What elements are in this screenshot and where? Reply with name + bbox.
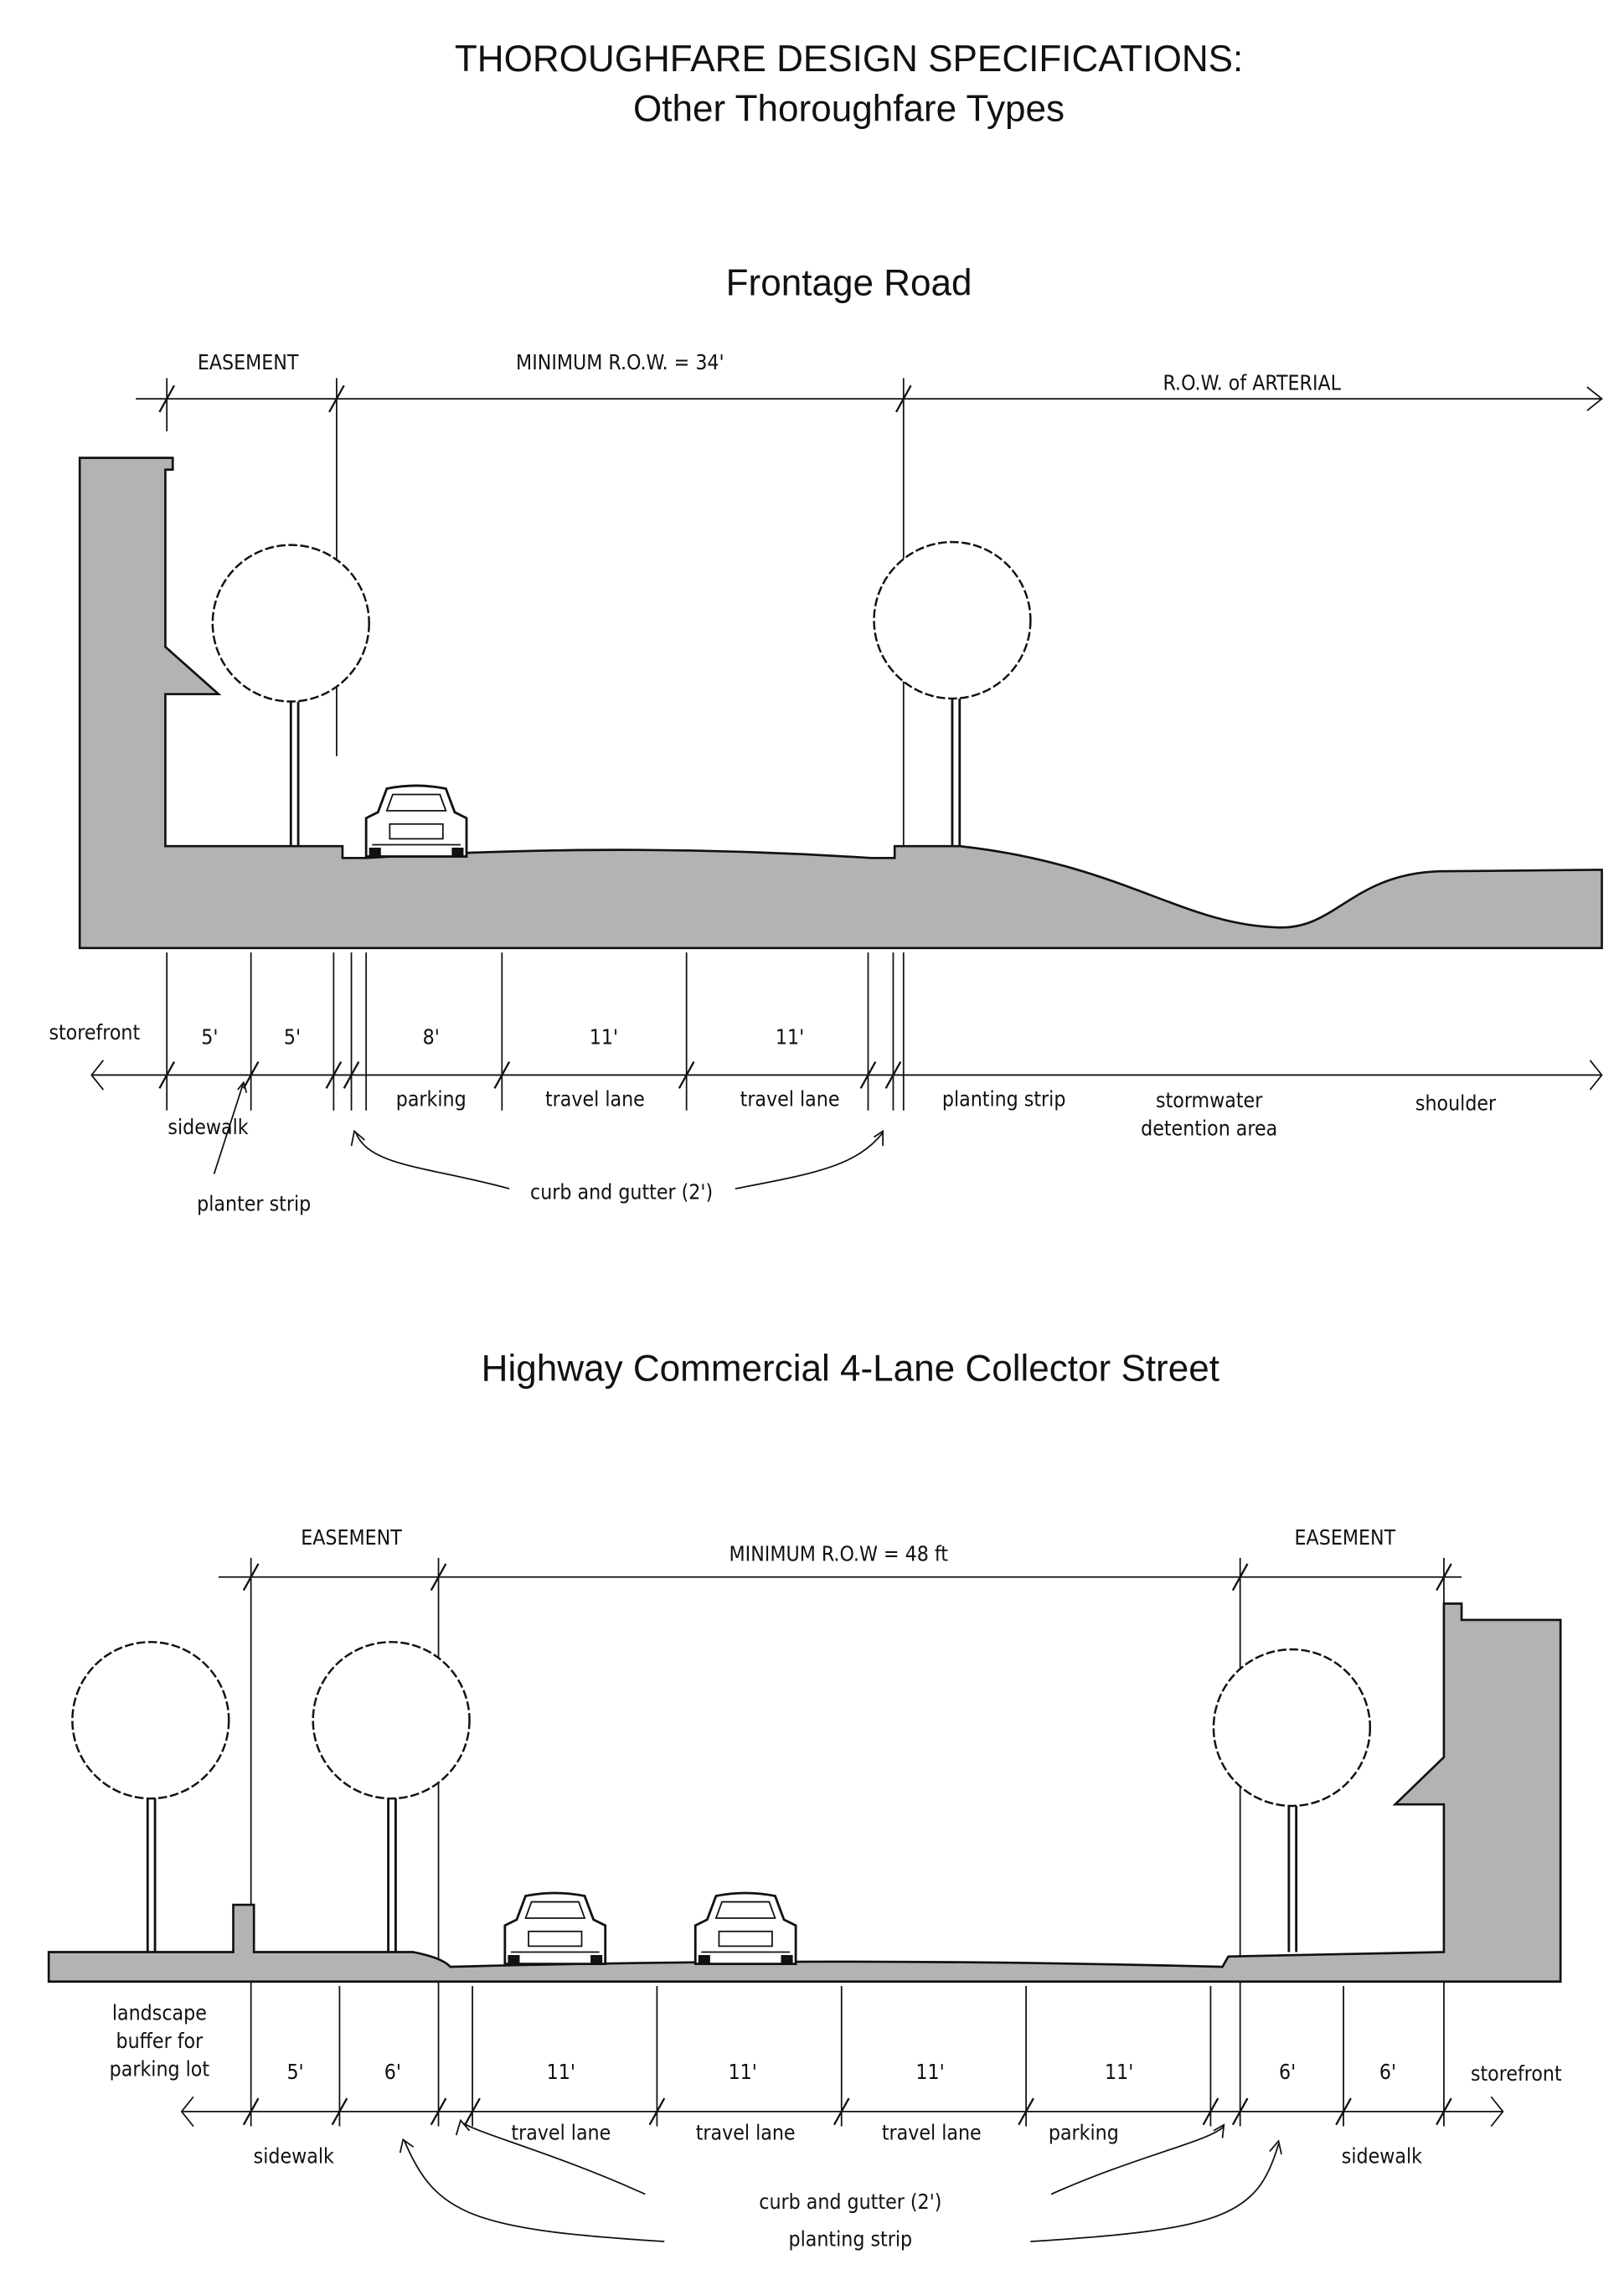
- buffer-label: parking lot: [110, 2057, 210, 2081]
- highway-commercial-section: Highway Commercial 4-Lane Collector Stre…: [47, 1348, 1562, 2251]
- stormwater-label: stormwater: [1156, 1088, 1263, 1112]
- easement-label: EASEMENT: [1295, 1525, 1396, 1550]
- car-icon: [364, 784, 468, 858]
- dim-label: 5': [286, 2060, 303, 2084]
- stormwater-label: detention area: [1141, 1117, 1277, 1141]
- dim-label: 11': [728, 2060, 756, 2084]
- dim-label: 11': [915, 2060, 944, 2084]
- row-label: MINIMUM R.O.W = 48 ft: [730, 1541, 949, 1566]
- sidewalk-label: sidewalk: [254, 2144, 334, 2169]
- storefront-label: storefront: [1471, 2061, 1562, 2086]
- row-label: MINIMUM R.O.W. = 34': [516, 350, 724, 374]
- page-subtitle: Other Thoroughfare Types: [633, 89, 1065, 130]
- dim-label: 6': [384, 2060, 401, 2084]
- arterial-row-label: R.O.W. of ARTERIAL: [1163, 371, 1342, 395]
- dim-label: 6': [1279, 2060, 1296, 2084]
- tree-icon: [71, 1641, 230, 1800]
- dim-label: 11': [547, 2060, 575, 2084]
- dim-label: 5': [201, 1024, 218, 1049]
- dim-label: 6': [1379, 2060, 1396, 2084]
- dim-label: 11': [1105, 2060, 1133, 2084]
- frontage-road-title: Frontage Road: [726, 263, 972, 304]
- dim-label: 11': [590, 1024, 618, 1049]
- highway-title: Highway Commercial 4-Lane Collector Stre…: [482, 1348, 1219, 1389]
- dim-label: 5': [284, 1024, 301, 1049]
- dim-label: 8': [423, 1024, 440, 1049]
- tree-icon: [312, 1641, 471, 1800]
- travel-lane-label: travel lane: [696, 2120, 796, 2144]
- car-icon: [503, 1891, 607, 1966]
- travel-lane-label: travel lane: [545, 1086, 645, 1111]
- curb-gutter-label: curb and gutter (2'): [759, 2190, 941, 2214]
- car-icon: [693, 1891, 797, 1966]
- travel-lane-label: travel lane: [740, 1086, 840, 1111]
- tree-icon: [211, 544, 370, 703]
- sidewalk-label: sidewalk: [168, 1115, 248, 1139]
- planter-strip-label: planter strip: [197, 1192, 311, 1216]
- shoulder-label: shoulder: [1415, 1091, 1497, 1116]
- easement-label: EASEMENT: [198, 350, 299, 374]
- sidewalk-label: sidewalk: [1342, 2144, 1422, 2169]
- planting-strip-label: planting strip: [942, 1086, 1066, 1111]
- frontage-ground: [78, 457, 1603, 950]
- planting-strip-label: planting strip: [789, 2226, 913, 2251]
- frontage-road-section: Frontage Road EASEMENT MINIMUM R.O.W. = …: [49, 263, 1603, 1216]
- buffer-label: landscape: [112, 2001, 207, 2025]
- dim-label: 11': [776, 1024, 804, 1049]
- travel-lane-label: travel lane: [511, 2120, 611, 2144]
- page-title: THOROUGHFARE DESIGN SPECIFICATIONS:: [455, 39, 1243, 80]
- travel-lane-label: travel lane: [882, 2120, 982, 2144]
- easement-label: EASEMENT: [301, 1525, 402, 1550]
- parking-label: parking: [396, 1086, 467, 1111]
- parking-label: parking: [1049, 2120, 1119, 2144]
- buffer-label: buffer for: [116, 2029, 204, 2053]
- curb-gutter-label: curb and gutter (2'): [530, 1180, 713, 1204]
- tree-icon: [1212, 1648, 1372, 1808]
- tree-icon: [873, 540, 1032, 700]
- storefront-label: storefront: [49, 1020, 140, 1045]
